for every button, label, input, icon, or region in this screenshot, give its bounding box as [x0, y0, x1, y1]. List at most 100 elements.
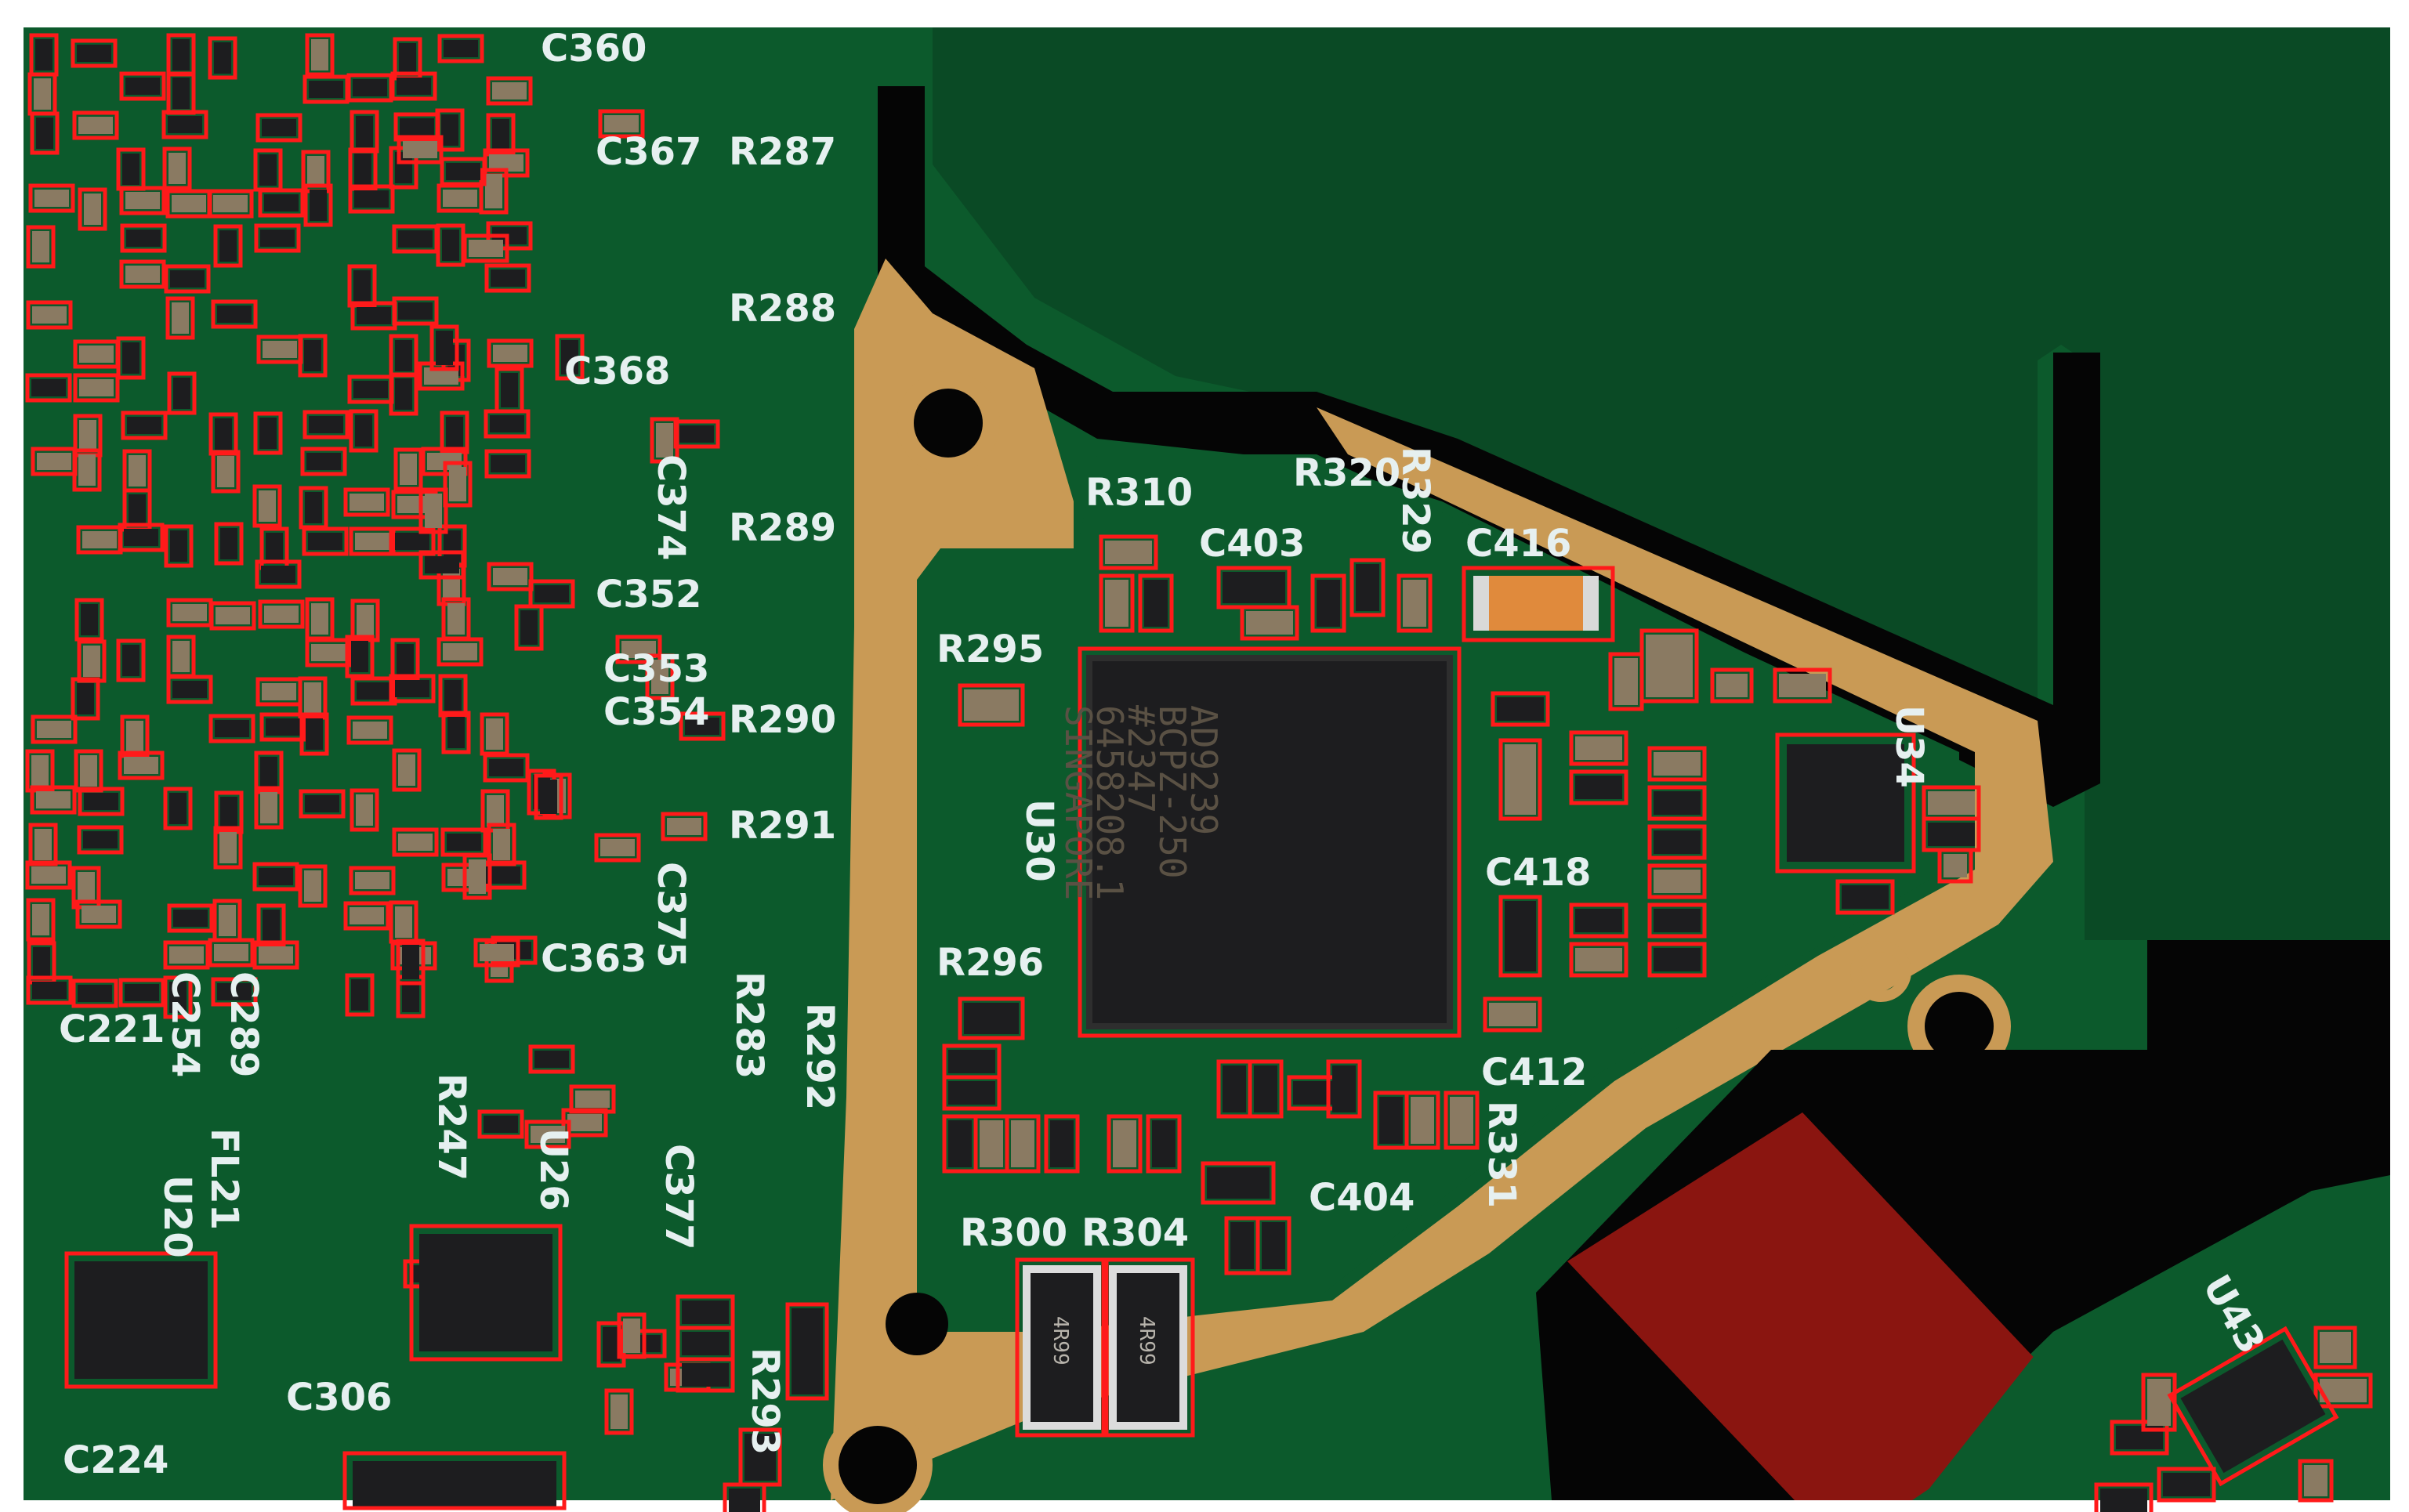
smd-component	[1922, 785, 1981, 821]
smd-component	[1647, 863, 1707, 899]
chip-u34	[1775, 732, 1916, 874]
smd-component	[1310, 573, 1346, 633]
smd-component	[163, 787, 193, 830]
smd-component	[211, 977, 258, 1007]
label-r296: R296	[936, 941, 1044, 985]
smd-component	[392, 827, 439, 857]
smd-component	[348, 147, 378, 191]
smd-component	[167, 903, 214, 933]
smd-component	[300, 447, 347, 476]
smd-component	[443, 461, 473, 508]
smd-component	[785, 1302, 829, 1401]
smd-component	[486, 76, 533, 106]
smd-component	[259, 712, 306, 742]
smd-component	[1216, 1059, 1252, 1119]
smd-component	[441, 711, 471, 754]
smd-component	[1224, 1216, 1260, 1275]
smd-component	[214, 522, 244, 566]
smd-component	[349, 526, 396, 556]
smd-component	[302, 410, 350, 439]
smd-component	[119, 186, 166, 215]
smd-component	[252, 484, 282, 528]
label-c360: C360	[541, 27, 647, 71]
smd-component	[211, 450, 241, 494]
smd-component	[26, 975, 73, 1005]
smd-component	[1349, 558, 1386, 617]
smd-component	[258, 188, 305, 218]
smd-component	[345, 635, 375, 678]
smd-component	[31, 714, 78, 744]
smd-component	[254, 786, 284, 830]
smd-component	[484, 449, 531, 479]
smd-component	[207, 189, 254, 219]
smd-component	[165, 296, 195, 340]
smd-component	[1647, 824, 1707, 860]
smd-component	[298, 334, 328, 378]
label-r292: R292	[798, 1003, 842, 1110]
smd-component	[390, 638, 420, 682]
smd-component	[738, 1427, 782, 1487]
resistor-r304: 4R99	[1101, 1257, 1195, 1438]
label-c352: C352	[596, 573, 701, 617]
label-c306: C306	[286, 1376, 392, 1420]
capacitor-c416	[1462, 566, 1615, 642]
smd-component	[1937, 848, 1973, 884]
copper-frame	[831, 259, 1074, 1500]
smd-component	[298, 676, 328, 720]
smd-component	[528, 1044, 575, 1074]
smd-component	[1639, 628, 1699, 704]
smd-component	[1396, 573, 1433, 633]
inductor-coil	[1567, 1112, 2069, 1500]
smd-component	[213, 224, 243, 268]
smd-component	[252, 940, 299, 970]
smd-component	[1005, 1114, 1041, 1174]
smd-component	[514, 604, 544, 651]
smd-component	[253, 411, 283, 455]
smd-component	[26, 225, 56, 269]
smd-component	[679, 711, 726, 741]
smd-component	[1647, 746, 1707, 782]
smd-component	[345, 973, 375, 1017]
mount-hole	[823, 1410, 933, 1512]
smd-component	[487, 338, 534, 368]
adc-chip-u30: AD9239 BCPZ-250 #2347 6458208.1 SINGAPOR…	[1057, 646, 1462, 1038]
smd-component	[462, 853, 492, 900]
smd-component	[494, 367, 524, 414]
label-r304: R304	[1081, 1211, 1189, 1255]
label-c377: C377	[657, 1144, 701, 1250]
label-c403: C403	[1199, 522, 1305, 566]
svg-text:AD9239: AD9239	[1183, 705, 1225, 835]
smd-component	[2094, 1482, 2154, 1512]
smd-component	[78, 787, 125, 816]
label-c412: C412	[1481, 1051, 1587, 1094]
smd-component	[973, 1114, 1009, 1174]
smd-component	[256, 903, 286, 947]
smd-component	[429, 324, 459, 371]
smd-component	[30, 785, 77, 815]
label-r310: R310	[1085, 471, 1193, 515]
chip-line-3: #2347	[1120, 705, 1162, 813]
smd-component	[1444, 1091, 1480, 1150]
smd-component	[389, 674, 436, 704]
smd-component	[163, 975, 193, 1019]
smd-component	[302, 526, 349, 556]
smd-component	[25, 860, 72, 890]
smd-component	[305, 638, 352, 667]
smd-component	[418, 550, 465, 580]
smd-component	[1404, 1091, 1440, 1150]
smd-component	[438, 674, 468, 718]
smd-component	[26, 300, 73, 330]
copper-frame-right	[1050, 407, 2053, 1410]
label-c416: C416	[1465, 522, 1571, 566]
chip-u20	[64, 1251, 218, 1389]
smd-component	[479, 168, 509, 215]
smd-component	[28, 183, 75, 213]
label-c374: C374	[649, 454, 693, 560]
smd-component	[598, 109, 645, 139]
mount-hole	[897, 371, 1000, 475]
label-c353: C353	[603, 647, 709, 691]
smd-component	[119, 71, 166, 101]
smd-component	[258, 599, 305, 629]
label-c254: C254	[163, 971, 207, 1077]
